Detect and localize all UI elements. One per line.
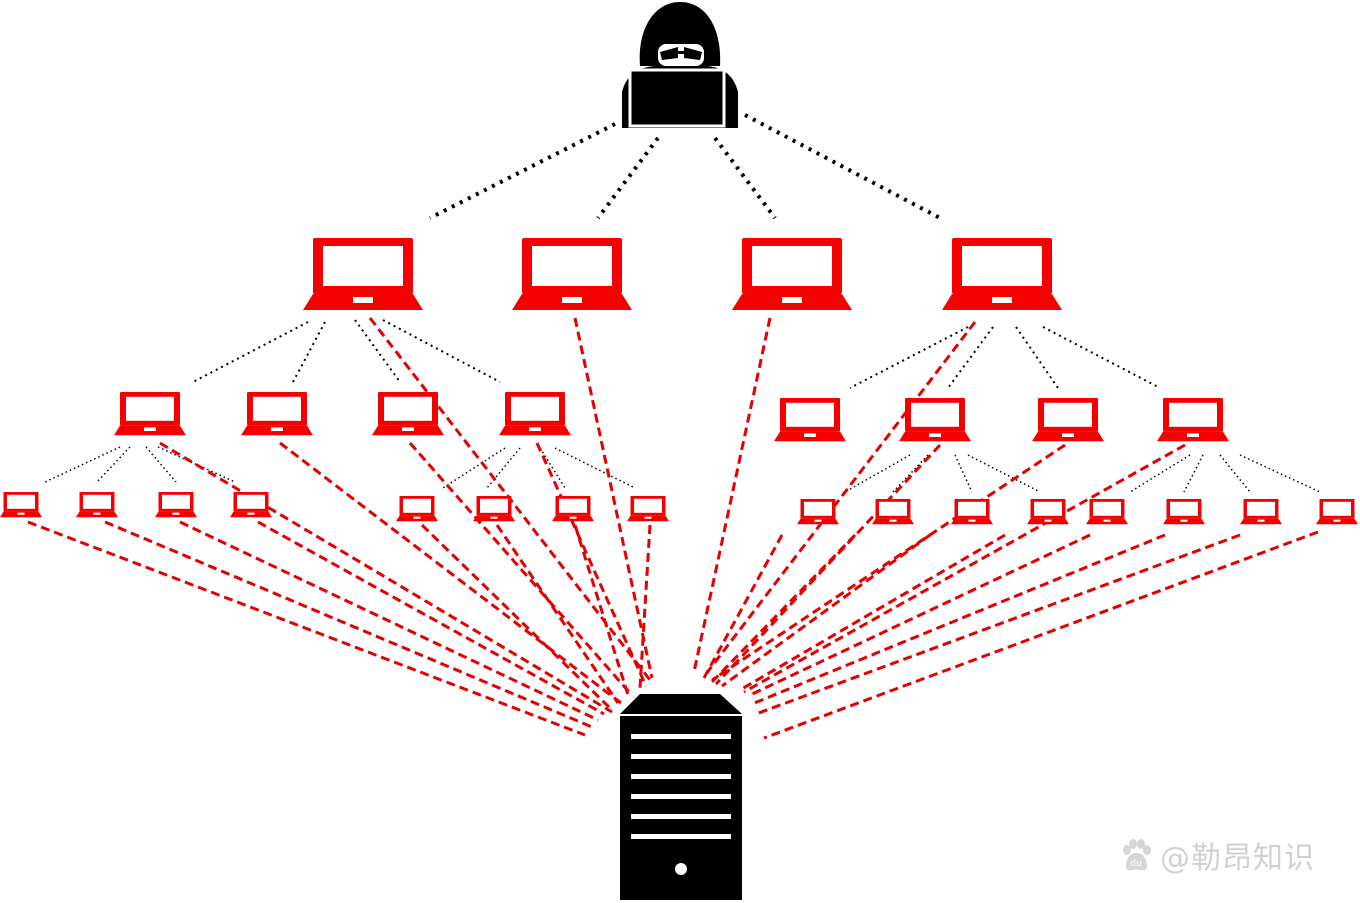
- control-line: [954, 454, 973, 493]
- attack-line: [573, 317, 654, 679]
- control-line: [713, 136, 777, 220]
- laptop-icon: [155, 492, 197, 518]
- attack-line: [279, 441, 622, 705]
- baidu-paw-icon: du: [1123, 839, 1151, 871]
- control-line: [947, 326, 994, 389]
- control-line: [1183, 454, 1204, 493]
- attack-line: [704, 321, 977, 675]
- laptop-icon: [396, 496, 438, 522]
- laptop-icon: [1163, 499, 1205, 525]
- laptop-icon: [951, 499, 993, 525]
- control-line: [442, 447, 506, 489]
- attack-lines: [27, 317, 1319, 740]
- laptop-icon: [627, 496, 669, 522]
- control-line: [429, 122, 616, 220]
- laptop-icon: [797, 499, 839, 525]
- server-icon: [620, 694, 742, 900]
- laptop-icon: [1086, 499, 1128, 525]
- control-line: [486, 447, 521, 489]
- laptop-icon: [230, 492, 272, 518]
- attack-line: [747, 533, 1091, 698]
- control-line: [192, 321, 309, 383]
- control-lines: [44, 113, 1321, 493]
- attack-line: [714, 443, 942, 686]
- attack-line: [751, 533, 1166, 706]
- attack-line: [573, 524, 630, 696]
- control-line: [849, 326, 969, 389]
- laptop-icon: [774, 398, 846, 442]
- control-line: [1015, 326, 1059, 389]
- laptop-icon: [899, 398, 971, 442]
- attack-line: [257, 520, 605, 716]
- laptop-icon: [372, 392, 444, 436]
- laptop-icon: [1157, 398, 1229, 442]
- control-line: [554, 447, 636, 489]
- laptop-icon: [1240, 499, 1282, 525]
- attack-line: [179, 520, 599, 722]
- control-line: [96, 446, 131, 483]
- laptop-icon: [872, 499, 914, 525]
- control-line: [292, 321, 326, 383]
- attack-line: [763, 530, 1319, 740]
- laptop-icon: [552, 496, 594, 522]
- attack-line: [702, 534, 784, 679]
- attack-line: [104, 520, 593, 729]
- laptop-icon: [0, 492, 42, 518]
- control-line: [844, 454, 911, 493]
- laptop-icon: [303, 238, 423, 310]
- control-line: [145, 446, 177, 483]
- control-line: [539, 447, 566, 489]
- attack-line: [27, 520, 586, 737]
- control-line: [744, 113, 941, 220]
- attack-line: [420, 523, 612, 710]
- control-line: [354, 319, 401, 383]
- attack-line: [743, 443, 1186, 694]
- control-line: [1129, 454, 1191, 493]
- watermark-text: @勒昂知识: [1160, 841, 1315, 876]
- laptop-icon: [114, 392, 186, 436]
- laptop-icon: [1316, 499, 1358, 525]
- attack-line: [692, 317, 772, 673]
- laptop-icon: [473, 496, 515, 522]
- laptop-icon: [241, 392, 313, 436]
- attack-line: [408, 442, 632, 694]
- laptop-icon: [76, 492, 118, 518]
- attack-line: [710, 533, 857, 684]
- laptop-icon: [732, 238, 852, 310]
- attack-line: [739, 533, 1006, 692]
- svg-text:du: du: [1130, 859, 1141, 869]
- control-line: [1219, 454, 1251, 493]
- watermark: du @勒昂知识: [1118, 832, 1315, 878]
- laptop-icon: [1032, 398, 1104, 442]
- laptop-icon: [1027, 499, 1069, 525]
- attack-line: [495, 524, 620, 704]
- attack-line: [711, 443, 1066, 682]
- attack-line: [721, 533, 931, 688]
- control-line: [382, 319, 501, 383]
- attack-line: [159, 441, 613, 714]
- control-line: [596, 136, 660, 220]
- attack-line: [535, 442, 648, 687]
- attack-line: [755, 533, 1241, 716]
- control-line: [157, 446, 236, 483]
- bot-network: [0, 238, 1358, 525]
- control-line: [1239, 454, 1321, 493]
- laptop-icon: [942, 238, 1062, 310]
- control-line: [44, 446, 121, 483]
- hacker-icon: [622, 2, 738, 128]
- laptop-icon: [499, 392, 571, 436]
- laptop-icon: [512, 238, 632, 310]
- control-line: [892, 454, 929, 493]
- control-line: [1042, 326, 1161, 389]
